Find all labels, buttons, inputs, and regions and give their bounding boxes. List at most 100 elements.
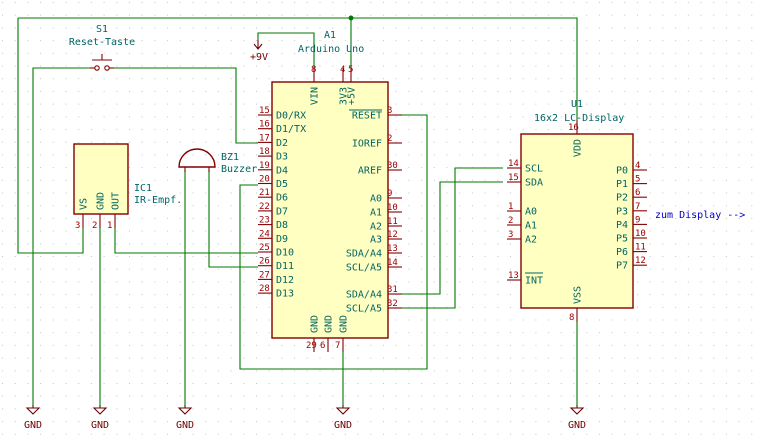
u1-value: 16x2 LC-Display: [534, 113, 624, 124]
ground-label: GND: [24, 420, 42, 431]
a1-pin-name: D9: [276, 234, 288, 245]
wire-buzzer-d11: [208, 170, 258, 268]
a1-pin-number: 18: [259, 147, 270, 157]
buzzer-bz1[interactable]: BZ1 Buzzer: [178, 148, 257, 175]
u1-pin-number: 13: [508, 271, 519, 281]
ic1-pin-number: 1: [107, 221, 112, 231]
u1-pin-name: SDA: [525, 178, 543, 189]
a1-pin-number: 8: [311, 65, 316, 75]
s1-ref: S1: [96, 24, 108, 35]
ic1-pin-name: OUT: [111, 192, 122, 210]
u1-pin-number: 7: [635, 202, 640, 212]
a1-pin-number: 12: [387, 230, 398, 240]
a1-pin-number: 24: [259, 229, 270, 239]
junction-dot: [348, 15, 354, 21]
a1-pin-name: A0: [370, 194, 382, 205]
a1-pin-name: GND: [339, 315, 350, 333]
u1-pin-number: 4: [635, 161, 640, 171]
a1-pin-number: 13: [387, 244, 398, 254]
a1-pin-number: 32: [387, 299, 398, 309]
a1-pin-number: 11: [387, 217, 398, 227]
bz1-ref: BZ1: [221, 152, 239, 163]
a1-pin-number: 5: [348, 65, 353, 75]
u1-pin-name: VDD: [573, 139, 584, 157]
a1-pin-name: SDA/A4: [346, 290, 382, 301]
u1-pin-name: A0: [525, 207, 537, 218]
ic1-pin-name: GND: [96, 192, 107, 210]
a1-pin-name: 3V3: [339, 87, 350, 105]
u1-pin-number: 3: [508, 230, 513, 240]
u1-pin-name: P3: [616, 206, 628, 217]
lcd-body: [520, 133, 634, 309]
a1-pin-name: D10: [276, 248, 294, 259]
a1-pin-number: 15: [259, 106, 270, 116]
ir-body: [73, 143, 129, 215]
a1-pin-number: 31: [387, 285, 398, 295]
a1-pin-name: D5: [276, 179, 288, 190]
a1-pin-name: D3: [276, 152, 288, 163]
u1-pin-name: VSS: [573, 286, 584, 304]
a1-pin-number: 21: [259, 188, 270, 198]
u1-pin-number: 9: [635, 215, 640, 225]
a1-pin-name: +5V: [347, 87, 358, 105]
a1-pin-name: D2: [276, 138, 288, 149]
a1-pin-name: D1/TX: [276, 124, 306, 135]
u1-pin-number: 6: [635, 188, 640, 198]
u1-pin-name: P6: [616, 247, 628, 258]
a1-pin-number: 28: [259, 284, 270, 294]
u1-pin-number: 12: [635, 256, 646, 266]
a1-pin-number: 23: [259, 216, 270, 226]
u1-ref: U1: [571, 99, 583, 110]
a1-pin-number: 22: [259, 202, 270, 212]
switch-s1[interactable]: S1 Reset-Taste: [69, 24, 135, 71]
s1-value: Reset-Taste: [69, 37, 135, 48]
a1-pin-name: AREF: [358, 166, 382, 177]
bz1-value: Buzzer: [221, 164, 257, 175]
a1-ref: A1: [324, 30, 336, 41]
a1-pin-number: 3: [387, 106, 392, 116]
ground-icon: [335, 407, 351, 415]
ground-label: GND: [176, 420, 194, 431]
a1-pin-name: D7: [276, 206, 288, 217]
ic1-pin-number: 2: [92, 221, 97, 231]
wire-reset-loop: [239, 114, 428, 370]
a1-pin-number: 10: [387, 203, 398, 213]
a1-pin-name: GND: [324, 315, 335, 333]
u1-pin-name: A1: [525, 221, 537, 232]
u1-pin-name: P1: [616, 179, 628, 190]
u1-pin-name: P0: [616, 166, 628, 177]
a1-pin-name: IOREF: [352, 139, 382, 150]
ground-label: GND: [568, 420, 586, 431]
u1-pin-name: P4: [616, 220, 628, 231]
ic1-value: IR-Empf.: [134, 195, 182, 206]
u1-pin-number: 1: [508, 202, 513, 212]
ground-icon: [25, 407, 41, 415]
a1-pin-number: 2: [387, 134, 392, 144]
a1-pin-name: A2: [370, 222, 382, 233]
u1-pin-number: 10: [635, 229, 646, 239]
a1-pin-number: 9: [387, 189, 392, 199]
u1-pin-number: 15: [508, 173, 519, 183]
a1-pin-name: SCL/A5: [346, 263, 382, 274]
ground-icon: [92, 407, 108, 415]
a1-pin-name: A3: [370, 235, 382, 246]
u1-pin-number: 11: [635, 243, 646, 253]
ground-icon: [569, 407, 585, 415]
u1-pin-name: INT: [525, 276, 543, 287]
a1-pin-number: 27: [259, 270, 270, 280]
a1-pin-name: SDA/A4: [346, 249, 382, 260]
a1-pin-name: D6: [276, 193, 288, 204]
wire-vin: [257, 32, 315, 68]
wire-sda: [402, 181, 503, 295]
a1-pin-number: 7: [335, 341, 340, 351]
a1-pin-name: D13: [276, 289, 294, 300]
wire-5v-to-ir-vs: [17, 18, 84, 254]
a1-pin-name: D8: [276, 220, 288, 231]
